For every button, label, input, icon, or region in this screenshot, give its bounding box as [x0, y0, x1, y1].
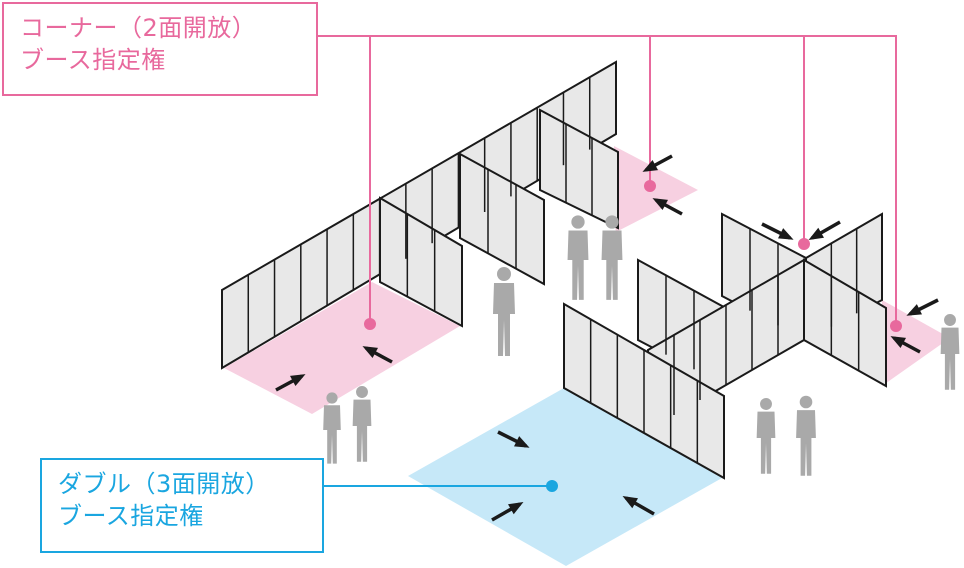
- person-figure: [493, 267, 515, 356]
- corner-booth-label: コーナー（2面開放） ブース指定権: [2, 2, 318, 96]
- person-figure: [940, 314, 960, 390]
- open-side-arrow: [497, 430, 530, 448]
- corner-dot-left: [364, 318, 376, 330]
- corner-floor-left: [224, 282, 460, 414]
- corner-dot-top: [644, 180, 656, 192]
- open-side-arrows: [275, 154, 939, 522]
- open-side-arrow: [622, 496, 655, 516]
- open-side-arrow: [642, 154, 673, 172]
- person-figure: [567, 215, 589, 300]
- open-side-arrow: [808, 220, 841, 240]
- open-side-arrow: [491, 502, 524, 522]
- open-side-arrow: [890, 336, 921, 354]
- double-booth-label: ダブル（3面開放） ブース指定権: [40, 458, 324, 553]
- corner-label-line2: ブース指定権: [20, 46, 166, 74]
- double-label-line1: ダブル（3面開放）: [58, 470, 270, 498]
- double-dot: [546, 480, 558, 492]
- open-side-arrow: [906, 298, 939, 316]
- open-side-arrow: [652, 198, 683, 216]
- open-side-arrow: [275, 374, 306, 392]
- open-side-arrow: [362, 346, 393, 364]
- panel-seams: [247, 77, 860, 463]
- person-figure: [796, 395, 816, 476]
- person-figure: [601, 215, 623, 300]
- corner-dot-right: [890, 320, 902, 332]
- corner-leaders: [318, 35, 897, 326]
- corner-dot-mid: [798, 238, 810, 250]
- corner-leader-main: [318, 35, 897, 326]
- visitor-figures: [323, 215, 960, 476]
- corner-floor-top: [614, 146, 698, 232]
- double-floor: [408, 388, 722, 566]
- person-figure: [352, 386, 372, 462]
- corner-label-line1: コーナー（2面開放）: [20, 14, 257, 42]
- open-side-arrow: [761, 222, 794, 240]
- double-label-line2: ブース指定権: [58, 502, 204, 530]
- person-figure: [323, 392, 341, 464]
- person-figure: [756, 398, 776, 474]
